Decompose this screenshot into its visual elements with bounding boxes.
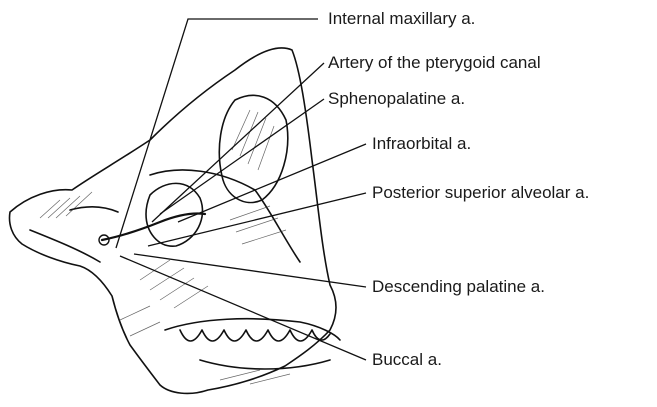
dental-arch <box>165 319 340 340</box>
leader-infraorbital <box>178 144 366 222</box>
condyle <box>30 230 100 262</box>
label-sphenopalatine: Sphenopalatine a. <box>328 89 465 109</box>
label-infraorbital: Infraorbital a. <box>372 134 471 154</box>
skull-outline <box>10 48 337 393</box>
leader-descending-palatine <box>134 254 366 287</box>
leader-sphenopalatine <box>160 99 324 214</box>
leader-pterygoid-canal <box>152 63 324 222</box>
label-internal-maxillary: Internal maxillary a. <box>328 9 475 29</box>
shading <box>40 110 290 384</box>
label-descending-palatine: Descending palatine a. <box>372 277 545 297</box>
zygomatic-arch <box>70 207 118 212</box>
leader-buccal <box>120 256 366 360</box>
mandible <box>200 360 330 369</box>
label-buccal: Buccal a. <box>372 350 442 370</box>
label-posterior-superior-alveolar: Posterior superior alveolar a. <box>372 183 589 203</box>
label-pterygoid-canal: Artery of the pterygoid canal <box>328 53 541 73</box>
